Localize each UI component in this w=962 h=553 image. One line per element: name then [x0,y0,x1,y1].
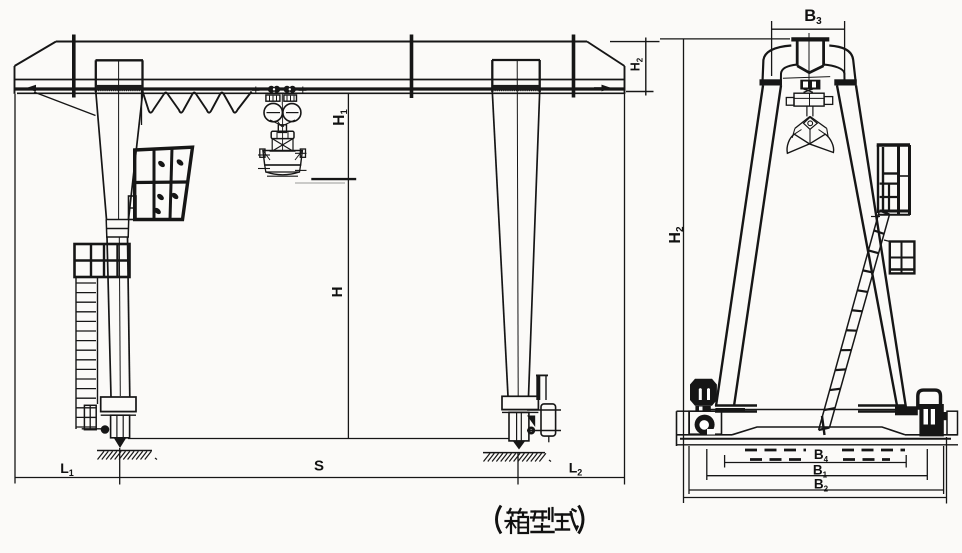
svg-text:H: H [329,287,346,298]
svg-text:S: S [314,458,324,475]
